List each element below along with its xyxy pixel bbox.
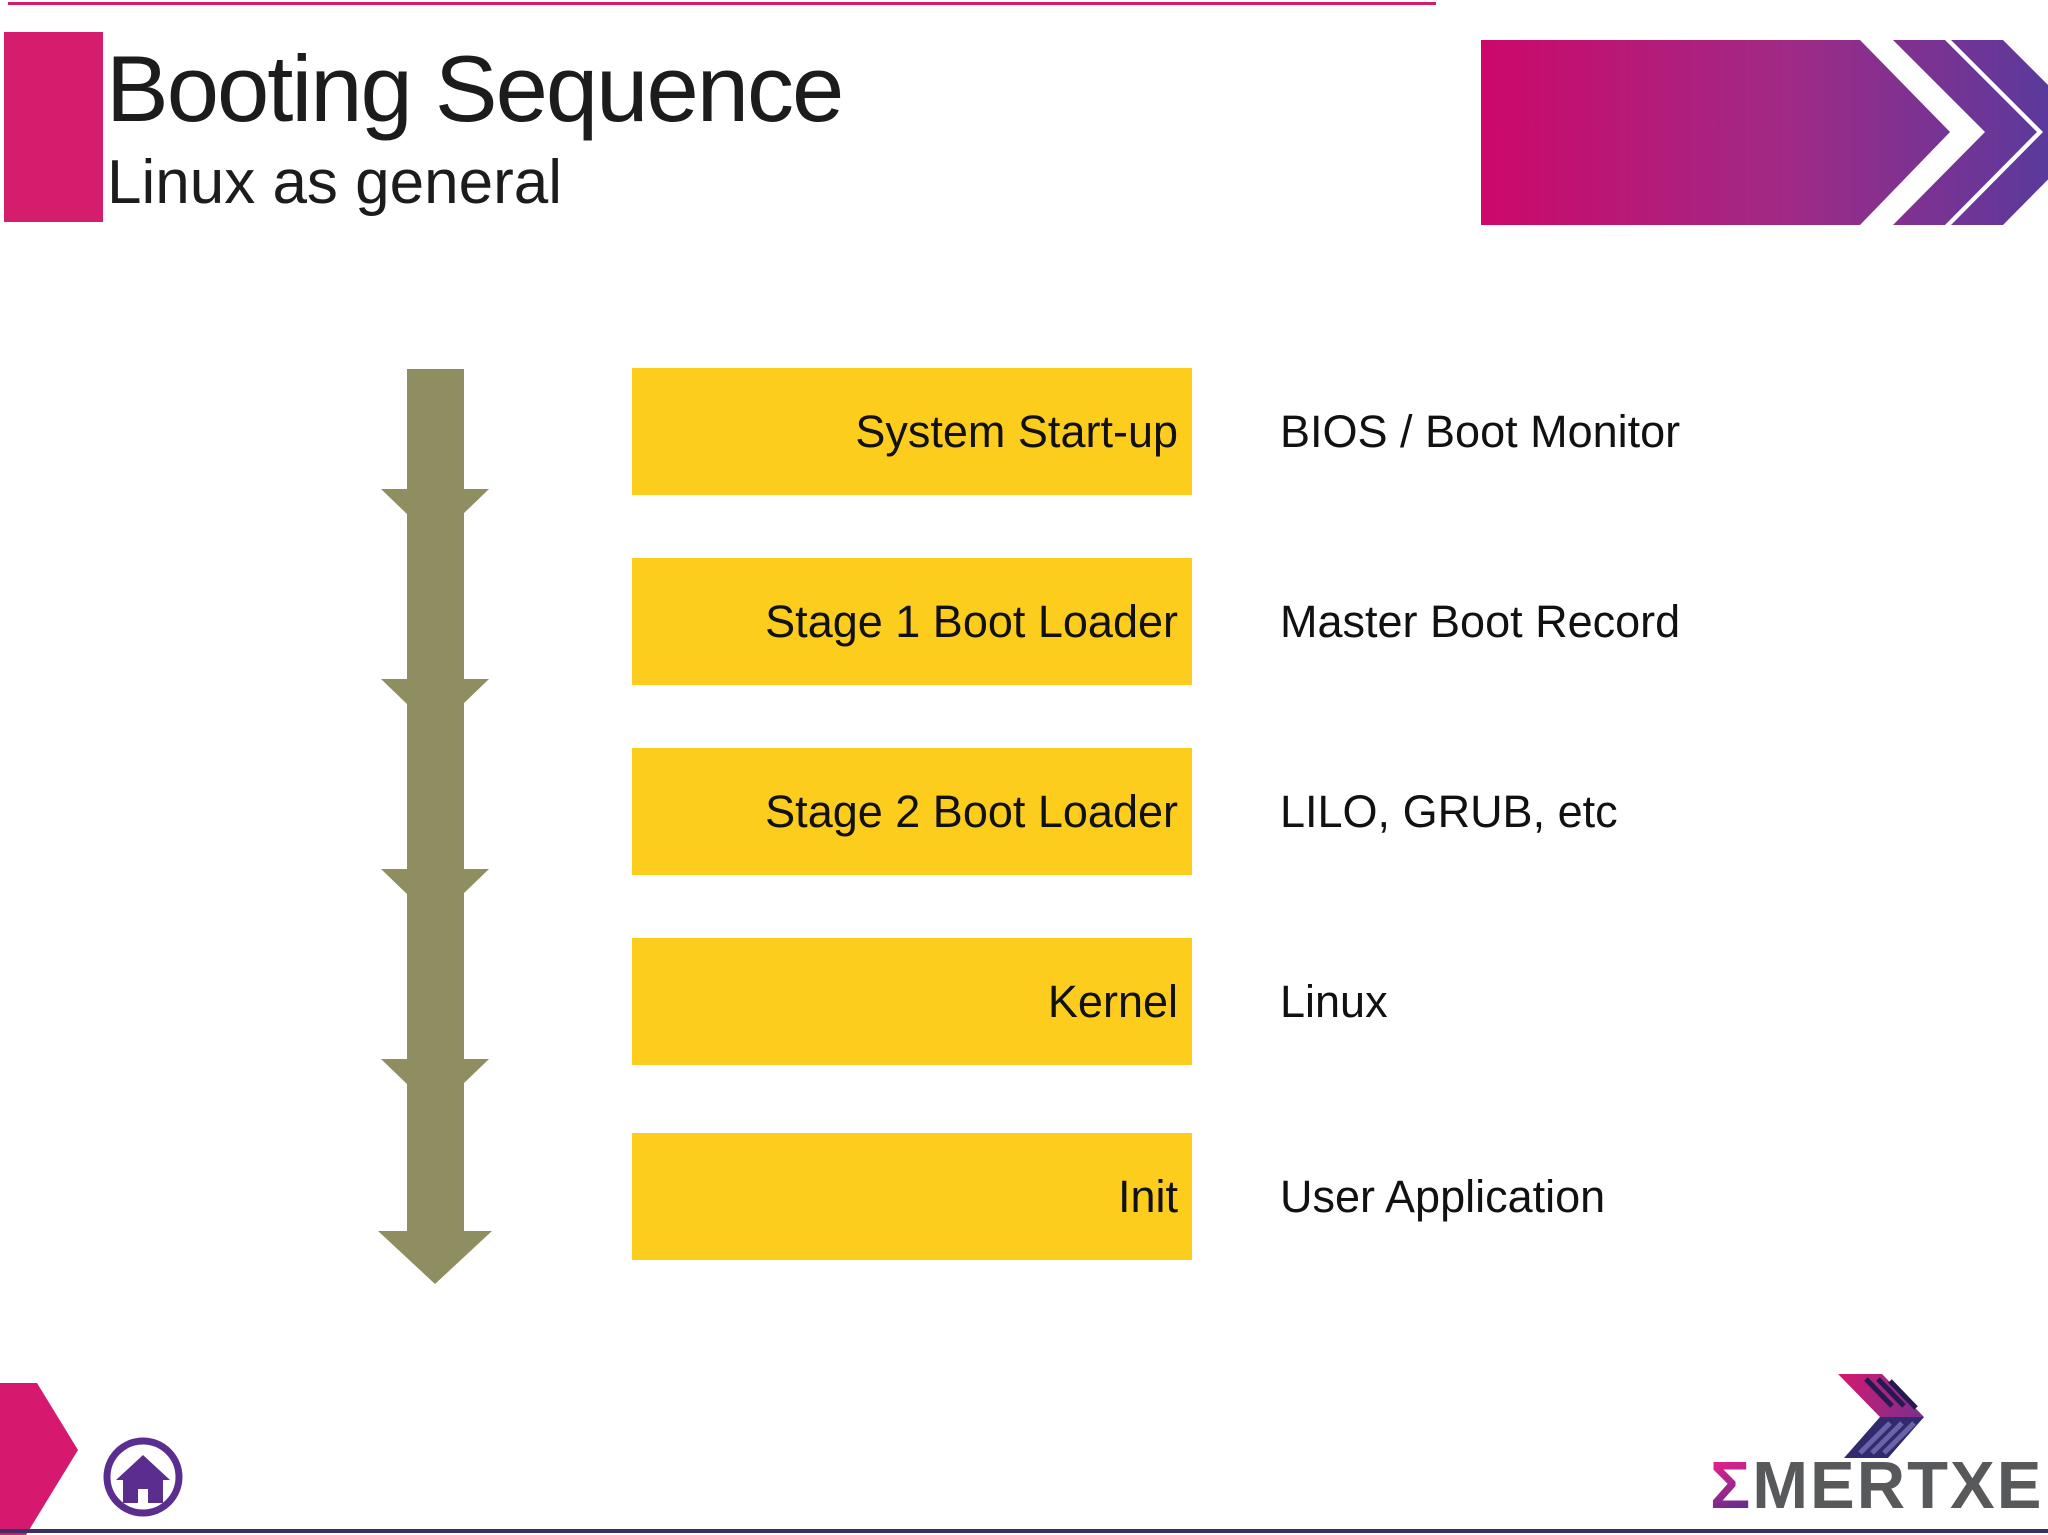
flow-label: Master Boot Record [1280,595,1681,647]
corner-chevron-shape [0,1383,78,1535]
flow-row: Kernel Linux [632,938,1388,1065]
flow-label: Linux [1280,975,1388,1027]
logo-wordmark: ΣMERTXE [1710,1452,2043,1519]
title-accent-bar [4,32,103,222]
logo-name: MERTXE [1752,1448,2044,1523]
flow-label: BIOS / Boot Monitor [1280,405,1681,457]
double-chevron-logo-icon [1838,1374,1924,1458]
flow-row: Init User Application [632,1133,1605,1260]
home-icon[interactable] [100,1434,186,1520]
flow-box: Stage 1 Boot Loader [632,558,1192,685]
flow-row: Stage 2 Boot Loader LILO, GRUB, etc [632,748,1618,875]
flow-label: User Application [1280,1170,1606,1222]
chevron-right-arrow-icon [1481,40,2048,225]
page-title: Booting Sequence [106,36,844,141]
flow-box: System Start-up [632,368,1192,495]
logo-sigma: Σ [1710,1448,1753,1523]
page-subtitle: Linux as general [107,148,562,217]
top-accent-rule [8,2,1436,5]
flow-row: System Start-up BIOS / Boot Monitor [632,368,1680,495]
down-arrow-icon [378,369,492,1284]
flow-box: Kernel [632,938,1192,1065]
flow-box: Stage 2 Boot Loader [632,748,1192,875]
flow-row: Stage 1 Boot Loader Master Boot Record [632,558,1680,685]
bottom-rule [0,1529,2048,1533]
flow-box: Init [632,1133,1192,1260]
flow-label: LILO, GRUB, etc [1280,785,1618,837]
